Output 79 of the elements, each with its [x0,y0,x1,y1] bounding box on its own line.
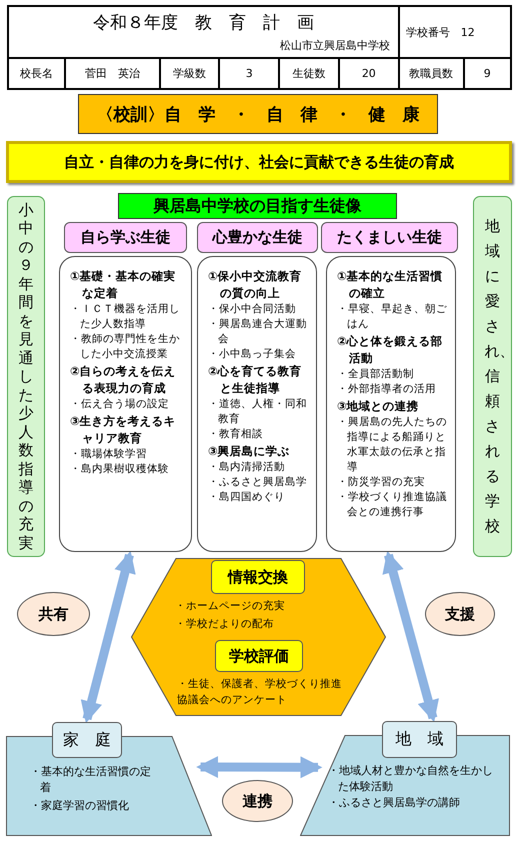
list-item: ・職場体験学習 [70,447,148,462]
double-arrow [196,756,322,778]
list-item: ・ふるさと興居島学 [208,475,308,490]
goal-banner [6,141,512,183]
item-heading: ①基礎・基本の確実な定着 [70,268,177,302]
list-item: ・ＩＣＴ機器を活用した少人数指導 [70,302,181,332]
list-item: ・学校づくり推進協議会との連携行事 [337,490,448,520]
vertical-text: 小中の９年間を見通した少人数指導の充実 [18,200,34,552]
list-item: ・地域人材と豊かな自然を生かした体験活動 [328,763,494,795]
category-title: 自ら学ぶ生徒 [80,228,170,247]
category-tab [197,222,318,253]
list-item: ・興居島の先人たちの指導による船踊りと水軍太鼓の伝承と指導 [337,415,448,475]
heading-text: 地 域 [396,729,444,750]
field-value: 菅田 英治 [64,58,160,89]
motto-text: 〈校訓〉自 学 ・ 自 律 ・ 健 康 [96,104,420,126]
ellipse-label: 共有 [38,604,68,624]
motto-banner [78,94,438,134]
school-number: 学校番号 12 [398,6,511,58]
list-item: ・学校だよりの配布 [175,617,275,632]
list-item: ・伝え合う場の設定 [70,397,170,412]
field-label: 生徒数 [279,58,339,89]
heading-box [215,640,303,672]
list-item: ・道徳、人権・同和教育 [208,397,308,427]
item-heading: ①基本的な生活習慣の確立 [337,268,444,302]
content-panel [59,256,192,552]
hexagon-panel [131,558,386,716]
ellipse-label: 支援 [445,604,475,624]
content-panel [326,256,456,552]
list-item: ・ホームページの充実 [175,599,286,614]
list-item: ・早寝、早起き、朝ごはん [337,302,448,332]
side-panel [7,196,45,557]
list-item: ・全員部活動制 [337,367,415,382]
ellipse-label: 連携 [242,792,272,810]
field-value: 9 [464,58,511,89]
item-heading: ③地域との連携 [337,398,420,415]
heading-box [211,560,305,594]
heading-text: 興居島中学校の目指す生徒像 [154,196,362,216]
category-tab [64,222,187,253]
field-label: 校長名 [8,58,65,89]
double-arrow [80,550,136,724]
item-heading: ②心を育てる教育と生徒指導 [208,363,303,397]
item-heading: ③興居島に学ぶ [208,443,291,460]
category-title: たくましい生徒 [337,228,442,247]
list-item: ・島内清掃活動 [208,460,286,475]
list-item: ・島四国めぐり [208,490,286,505]
list-item: ・教師の専門性を生かした小中交流授業 [70,332,181,362]
content-panel [197,256,317,552]
heading-tab [52,722,122,758]
item-heading: ③生き方を考えるキャリア教育 [70,413,177,447]
list-item: ・島内果樹収穫体験 [70,462,170,477]
heading-text: 情報交換 [228,568,288,586]
list-item: ・教育相談 [208,427,264,442]
item-heading: ②心と体を鍛える部活動 [337,333,444,367]
list-item: ・小中島っ子集会 [208,347,297,362]
list-item: ・生徒、保護者、学校づくり推進協議会へのアンケート [177,677,342,708]
title-text: 令和８年度 教 育 計 画 [92,12,315,34]
school-name: 松山市立興居島中学校 [280,38,390,53]
category-title: 心豊かな生徒 [212,228,302,247]
heading-tab [382,721,457,758]
heading-text: 家 庭 [63,730,111,750]
list-item: ・防災学習の充実 [337,475,426,490]
heading-banner [118,193,397,219]
list-item: ・家庭学習の習慣化 [30,798,130,814]
heading-text: 学校評価 [229,646,289,666]
list-item: ・外部指導者の活用 [337,382,437,397]
list-item: ・ふるさと興居島学の講師 [328,795,461,811]
field-value: 20 [338,58,399,89]
item-heading: ①保小中交流教育の質の向上 [208,268,303,302]
list-item: ・基本的な生活習慣の定着 [30,764,152,796]
item-heading: ②自らの考えを伝える表現力の育成 [70,363,177,397]
goal-text: 自立・自律の力を身に付け、社会に貢献できる生徒の育成 [64,152,454,172]
side-panel [473,196,512,557]
field-label: 学級数 [160,58,220,89]
field-label: 教職員数 [398,58,464,89]
list-item: ・保小中合同活動 [208,302,297,317]
field-value: 3 [219,58,280,89]
list-item: ・興居島連合大運動会 [208,317,308,347]
double-arrow [382,550,439,722]
category-tab [321,222,458,253]
